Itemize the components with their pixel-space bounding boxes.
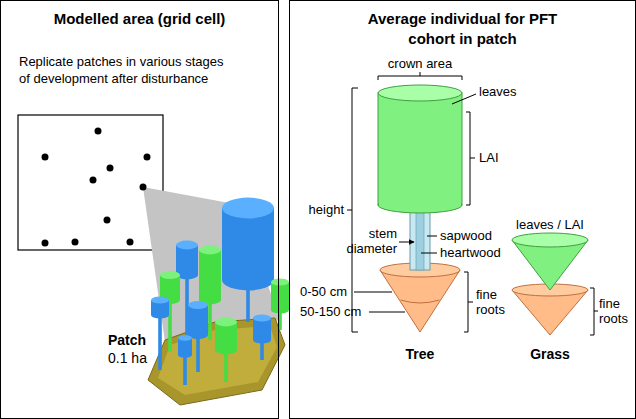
tree-cylinder bbox=[188, 301, 208, 372]
figure-label: Grass bbox=[530, 346, 570, 362]
tree-crown bbox=[378, 85, 462, 213]
tree-cylinder bbox=[178, 335, 192, 385]
part-label: heartwood bbox=[440, 245, 501, 260]
depth-label: 50-150 cm bbox=[300, 304, 361, 319]
patch-dots bbox=[42, 128, 151, 247]
grid-cell bbox=[18, 115, 163, 250]
panel-note: Replicate patches in various stages of d… bbox=[19, 53, 224, 87]
tree-cylinder bbox=[271, 278, 289, 330]
part-label: fine roots bbox=[476, 287, 512, 317]
panel-title: Modelled area (grid cell) bbox=[1, 9, 278, 29]
part-label: leaves / LAI bbox=[516, 217, 584, 232]
patch-label: Patch bbox=[108, 332, 146, 348]
tree-roots bbox=[380, 263, 460, 332]
dimension-label: crown area bbox=[388, 56, 452, 71]
leader-lines bbox=[347, 72, 598, 335]
tree-cylinder bbox=[253, 314, 271, 360]
dimension-label: LAI bbox=[479, 150, 499, 165]
part-label: fine roots bbox=[599, 296, 633, 326]
tree-cylinder bbox=[215, 318, 237, 382]
panel-title: Average individual for PFT cohort in pat… bbox=[350, 9, 575, 49]
tree-cylinder bbox=[151, 296, 169, 370]
depth-label: 0-50 cm bbox=[300, 284, 347, 299]
patch-trees bbox=[151, 198, 289, 385]
part-label: sapwood bbox=[440, 228, 492, 243]
dimension-label: height bbox=[309, 202, 344, 217]
dimension-label: stem diameter bbox=[335, 226, 397, 256]
tree-cylinder bbox=[222, 198, 274, 322]
patch-size: 0.1 ha bbox=[108, 350, 147, 366]
part-label: leaves bbox=[479, 84, 517, 99]
figure-label: Tree bbox=[406, 346, 435, 362]
zoom-wedge bbox=[143, 187, 280, 342]
grass-shape bbox=[512, 233, 588, 335]
